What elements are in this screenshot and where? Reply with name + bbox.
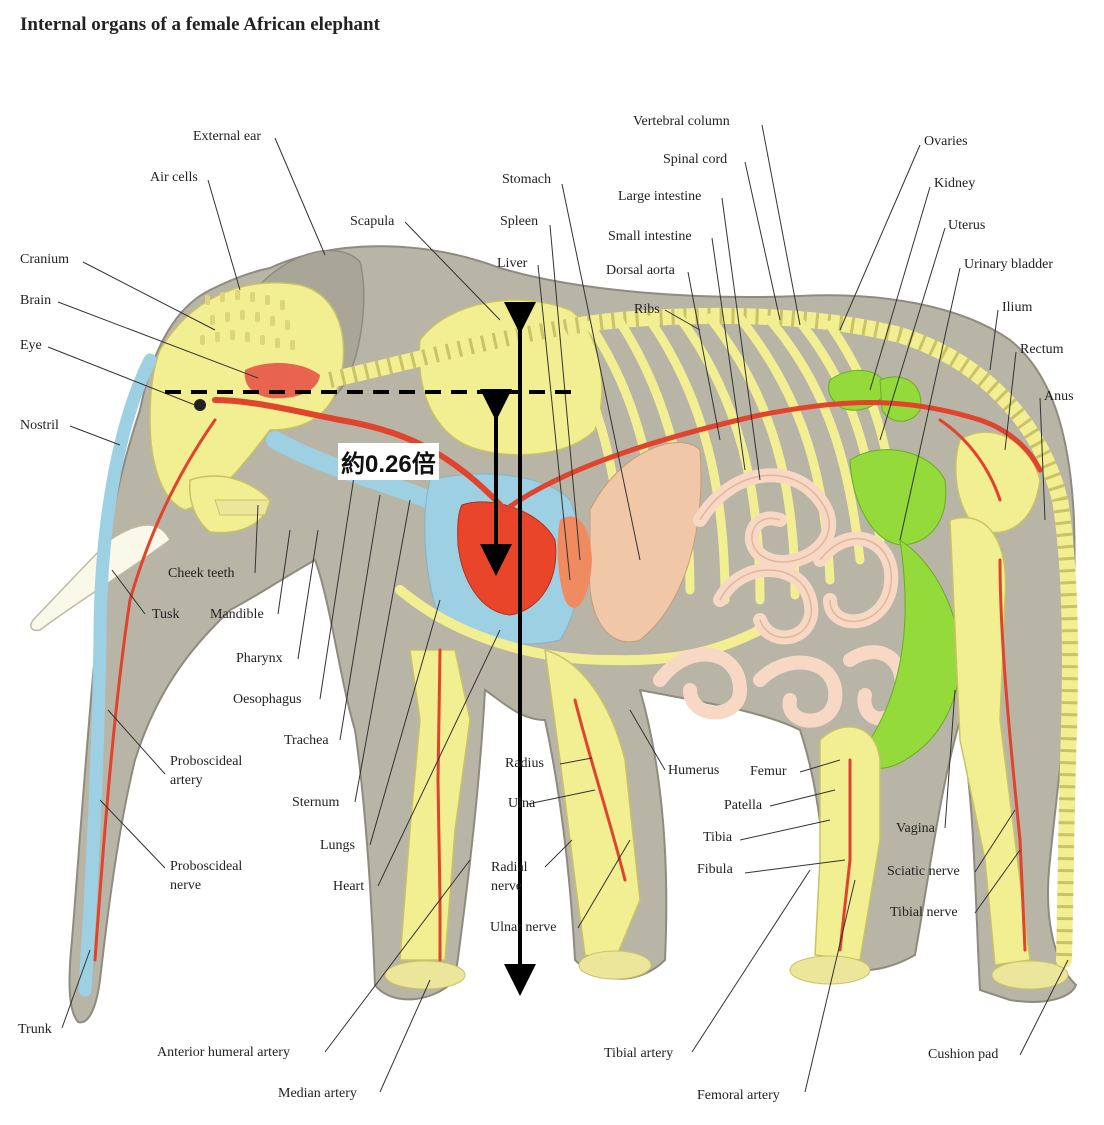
label-spinal-cord: Spinal cord [663,152,728,167]
label-tibial-nerve: Tibial nerve [890,905,958,920]
label-pharynx: Pharynx [236,651,283,666]
label-air-cells: Air cells [150,170,198,185]
label-dorsal-aorta: Dorsal aorta [606,263,675,278]
label-proboscideal-artery-line2: artery [170,773,203,788]
air-cells-texture [200,290,295,350]
sternum [395,585,765,666]
figure-title: Internal organs of a female African elep… [20,14,380,35]
label-ilium: Ilium [1002,300,1033,315]
label-mandible: Mandible [210,607,264,622]
label-rectum: Rectum [1020,342,1064,357]
measurement-annotation [165,302,575,996]
label-femur: Femur [750,764,787,779]
label-sciatic-nerve: Sciatic nerve [887,864,960,879]
label-proboscideal-artery: Proboscideal artery [170,752,242,790]
label-proboscideal-nerve-line2: nerve [170,878,202,893]
label-brain: Brain [20,293,52,308]
label-urinary-bladder: Urinary bladder [964,257,1054,272]
label-nostril: Nostril [20,418,59,433]
intestine-outlines [699,474,893,639]
feet [384,950,1069,990]
label-ribs: Ribs [634,302,660,317]
label-spleen: Spleen [500,214,539,229]
label-median-artery: Median artery [278,1086,357,1101]
label-cranium: Cranium [20,252,69,267]
label-trachea: Trachea [284,733,329,748]
arteries [93,397,1043,962]
label-radial-nerve-line1: Radial [491,860,528,875]
label-uterus: Uterus [948,218,986,233]
label-cushion-pad: Cushion pad [928,1047,999,1062]
ratio-annotation: 約0.26倍 [338,443,439,480]
label-small-intestine: Small intestine [608,229,692,244]
label-kidney: Kidney [934,176,976,191]
label-proboscideal-nerve: Proboscideal nerve [170,857,242,895]
label-proboscideal-artery-line1: Proboscideal [170,754,243,769]
label-vagina: Vagina [896,821,935,836]
label-external-ear: External ear [193,129,262,144]
label-ulna: Ulna [508,796,536,811]
label-radial-nerve: Radial nerve [491,858,528,896]
label-tusk: Tusk [152,607,180,622]
label-lungs: Lungs [320,838,355,853]
label-radius: Radius [505,756,544,771]
label-fibula: Fibula [697,862,733,877]
label-tibial-artery: Tibial artery [604,1046,674,1061]
label-sternum: Sternum [292,795,340,810]
label-vertebral-column: Vertebral column [633,114,730,129]
label-anus: Anus [1044,389,1074,404]
label-proboscideal-nerve-line1: Proboscideal [170,859,243,874]
label-radial-nerve-line2: nerve [491,879,523,894]
label-oesophagus: Oesophagus [233,692,302,707]
label-anterior-humeral-artery: Anterior humeral artery [157,1045,290,1060]
label-scapula: Scapula [350,214,395,229]
label-ulnar-nerve: Ulnar nerve [490,920,557,935]
label-ovaries: Ovaries [924,134,968,149]
nostril-channel [78,353,157,997]
label-tibia: Tibia [703,830,733,845]
label-large-intestine: Large intestine [618,189,702,204]
label-cheek-teeth: Cheek teeth [168,566,235,581]
stomach [588,442,702,643]
label-liver: Liver [497,256,528,271]
leader-lines [47,124,1069,1093]
label-heart: Heart [333,879,365,894]
leg-bones [399,516,1031,966]
label-patella: Patella [724,798,763,813]
label-trunk: Trunk [18,1022,52,1037]
label-femoral-artery: Femoral artery [697,1088,780,1103]
label-eye: Eye [20,338,42,353]
label-stomach: Stomach [502,172,551,187]
label-humerus: Humerus [668,763,720,778]
